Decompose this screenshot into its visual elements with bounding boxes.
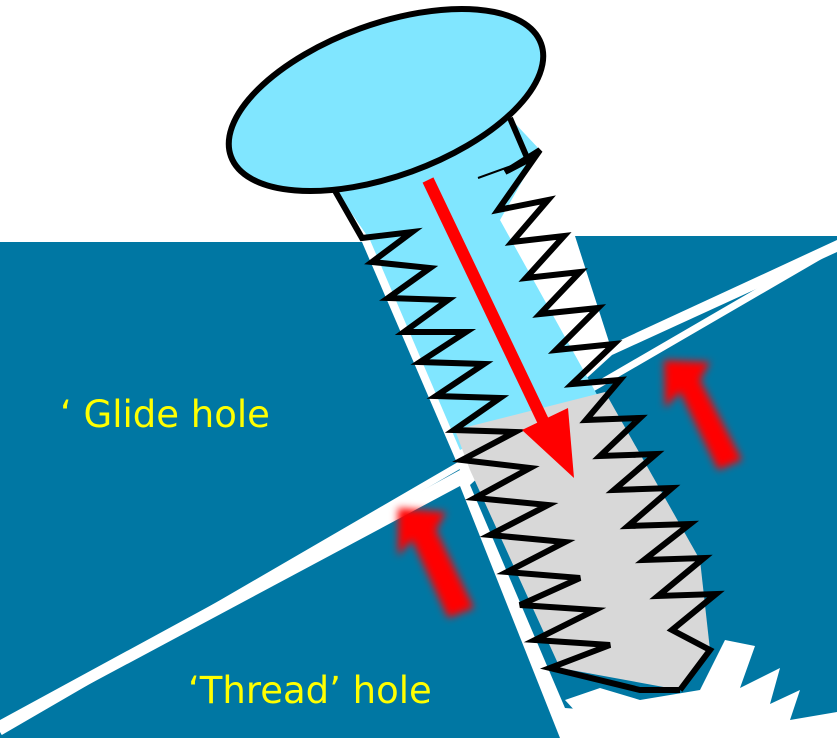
red-up-arrow-icon — [398, 360, 742, 618]
bone-upper-fragment — [0, 242, 460, 720]
glide-hole-label: ‘ Glide hole — [60, 393, 270, 436]
bone-right-upper — [575, 236, 837, 345]
screw-thread-right — [491, 116, 725, 692]
thread-hole-label: ‘Thread’ hole — [188, 669, 432, 712]
thread-channel — [565, 640, 837, 738]
reaction-arrow-right — [664, 360, 742, 470]
screw-shaft-glide — [330, 118, 600, 450]
red-down-arrow-icon — [422, 177, 574, 478]
screw — [225, 5, 725, 693]
fracture-line — [0, 242, 837, 736]
screw-thread-left — [327, 180, 680, 693]
screw-head — [225, 5, 547, 195]
reaction-arrow-left — [398, 508, 474, 618]
screw-head-neck-line — [477, 159, 529, 179]
